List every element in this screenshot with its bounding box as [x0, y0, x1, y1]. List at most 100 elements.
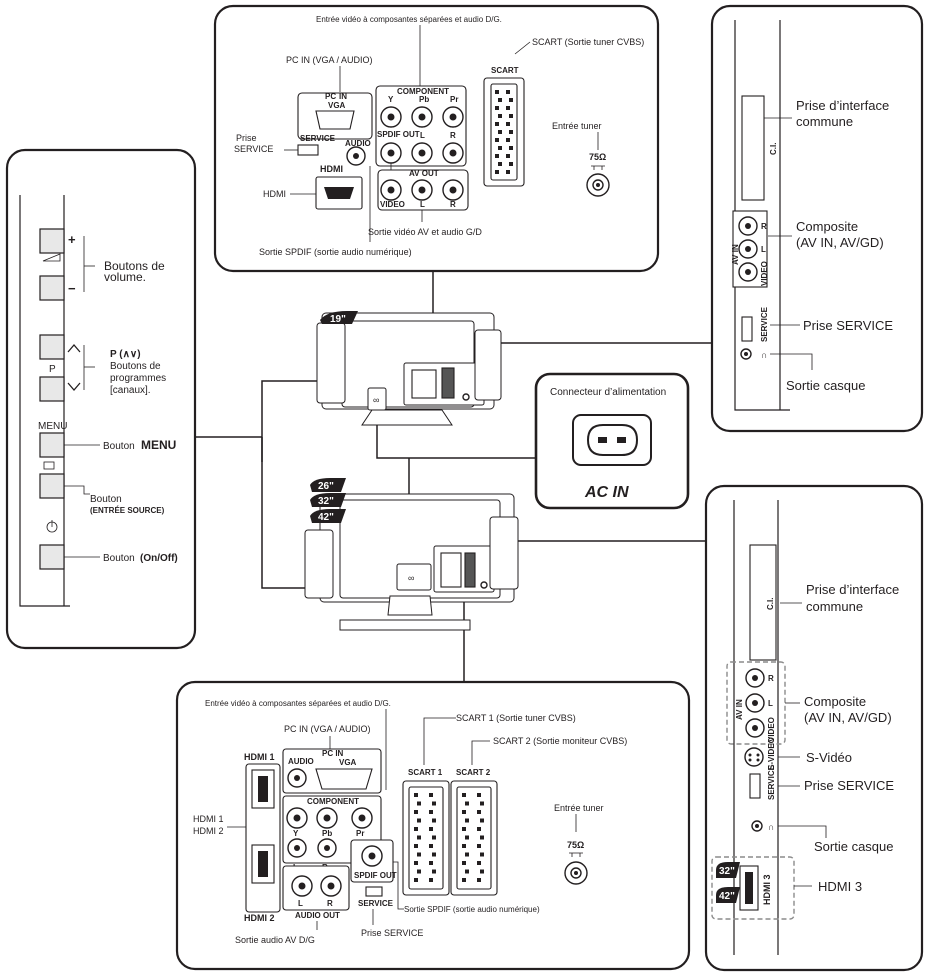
ci-tag: C.I.: [769, 143, 778, 155]
component-input-label: Entrée vidéo à composantes séparées et a…: [316, 15, 502, 24]
ci-slot[interactable]: [741, 95, 765, 201]
right-top-side-panel: C.I. Prise d’interface commune R L VIDEO…: [710, 4, 924, 433]
scart-pin: [432, 869, 436, 874]
prise-service-label: Prise SERVICE: [361, 928, 423, 938]
spdif-label-2: Sortie SPDIF (sortie audio numérique): [404, 905, 540, 914]
badge-32: 32": [719, 866, 735, 877]
scart-pin: [462, 810, 466, 814]
r-tag-3: R: [327, 899, 333, 908]
vga-port[interactable]: [315, 110, 355, 130]
tv-19-rear-view: ∞ 19": [316, 311, 502, 426]
vga-tag-2: VGA: [339, 758, 357, 767]
service-port[interactable]: [741, 316, 753, 342]
audio-tag: AUDIO: [345, 139, 371, 148]
scart-pin: [462, 861, 466, 865]
scart1-tag: SCART 1: [408, 768, 443, 777]
program-label-3: programmes: [110, 373, 166, 384]
y-tag-2: Y: [293, 829, 299, 838]
svg-text:∞: ∞: [408, 573, 414, 583]
scart-pin: [480, 852, 484, 857]
service-label: Prise SERVICE: [803, 318, 893, 333]
power-connector-panel: Connecteur d’alimentation AC IN: [534, 372, 690, 510]
prise-label: Prise: [236, 133, 257, 143]
minus-sign: −: [68, 281, 76, 296]
volume-label-2: volume.: [104, 270, 146, 284]
y-tag: Y: [388, 95, 394, 104]
service-port-3[interactable]: [365, 886, 383, 897]
headphone-label-2: Sortie casque: [814, 839, 894, 854]
spdif-tag: SPDIF OUT: [377, 130, 420, 139]
r-tag: R: [450, 131, 456, 140]
menu-bold-label: MENU: [141, 438, 176, 452]
spdif-tag-2: SPDIF OUT: [354, 871, 397, 880]
volume-up-button[interactable]: [39, 228, 65, 254]
ohm-tag-2: 75Ω: [567, 840, 584, 850]
badge-42: 42": [719, 891, 735, 902]
program-down-button[interactable]: [39, 376, 65, 402]
avout-tag: AV OUT: [409, 169, 439, 178]
hdmi-port[interactable]: [324, 187, 354, 199]
program-label-4: [canaux].: [110, 385, 151, 396]
scart-pin: [414, 861, 418, 865]
composite-label-2b: (AV IN, AV/GD): [804, 710, 892, 725]
composite-label-1: Composite: [796, 219, 858, 234]
volume-down-button[interactable]: [39, 275, 65, 301]
menu-button[interactable]: [39, 432, 65, 458]
audio-tag-2: AUDIO: [288, 757, 314, 766]
scart-pin: [506, 90, 510, 94]
scart-pin: [477, 827, 481, 831]
scart-pin: [414, 810, 418, 814]
scart-pin: [480, 835, 484, 840]
top-connector-panel: Entrée vidéo à composantes séparées et a…: [213, 4, 660, 273]
service-tag: SERVICE: [760, 306, 769, 342]
service-port-2[interactable]: [749, 773, 761, 799]
scart-pin: [477, 793, 481, 797]
scart-pin: [462, 827, 466, 831]
service-label: SERVICE: [234, 144, 273, 154]
l-tag-3: L: [298, 899, 303, 908]
scart-pin: [480, 869, 484, 874]
component-tag: COMPONENT: [397, 87, 449, 96]
hdmi3-tag: HDMI 3: [762, 874, 772, 905]
scart-pin: [509, 98, 513, 102]
scart-pin: [429, 878, 433, 882]
ci-label-2: commune: [796, 114, 853, 129]
menu-bouton-label: Bouton: [103, 441, 135, 452]
source-bold-label: (ENTRÉE SOURCE): [90, 506, 165, 515]
r-tag-2: R: [768, 674, 774, 683]
service-port[interactable]: [297, 144, 319, 156]
l-tag: L: [761, 245, 766, 254]
component-input-label-2: Entrée vidéo à composantes séparées et a…: [205, 699, 391, 708]
hdmi2-tag: HDMI 2: [244, 913, 275, 923]
scart-pin: [432, 801, 436, 806]
svideo-jack[interactable]: [744, 747, 764, 767]
plus-sign: +: [68, 232, 76, 247]
pr-tag: Pr: [450, 95, 458, 104]
source-button[interactable]: [39, 473, 65, 499]
scart-pin: [429, 861, 433, 865]
scart-pin: [417, 835, 421, 840]
hdmi3-label: HDMI 3: [818, 879, 862, 894]
scart-pin: [417, 801, 421, 806]
tv-size-32-badge: 32": [318, 496, 334, 507]
ci-slot-2[interactable]: [749, 544, 777, 661]
power-button[interactable]: [39, 544, 65, 570]
scart-pin: [417, 818, 421, 823]
ci-label-1: Prise d’interface: [796, 98, 889, 113]
scart-pin: [414, 844, 418, 848]
ac-in-socket[interactable]: [586, 424, 639, 456]
program-label-1: P (∧∨): [110, 349, 141, 360]
scart-pin: [477, 844, 481, 848]
pb-tag-2: Pb: [322, 829, 332, 838]
tv-size-26-badge: 26": [318, 481, 334, 492]
hdmi1-port[interactable]: [258, 776, 268, 802]
source-icon: [43, 461, 55, 470]
ohm-tag: 75Ω: [589, 152, 606, 162]
hdmi-logo: HDMI: [320, 164, 343, 174]
scart-pin: [414, 827, 418, 831]
vga-port-2[interactable]: [315, 768, 373, 790]
program-up-button[interactable]: [39, 334, 65, 360]
hdmi2-port[interactable]: [258, 851, 268, 877]
service-tag-3: SERVICE: [358, 899, 394, 908]
tuner-label: Entrée tuner: [552, 121, 602, 131]
